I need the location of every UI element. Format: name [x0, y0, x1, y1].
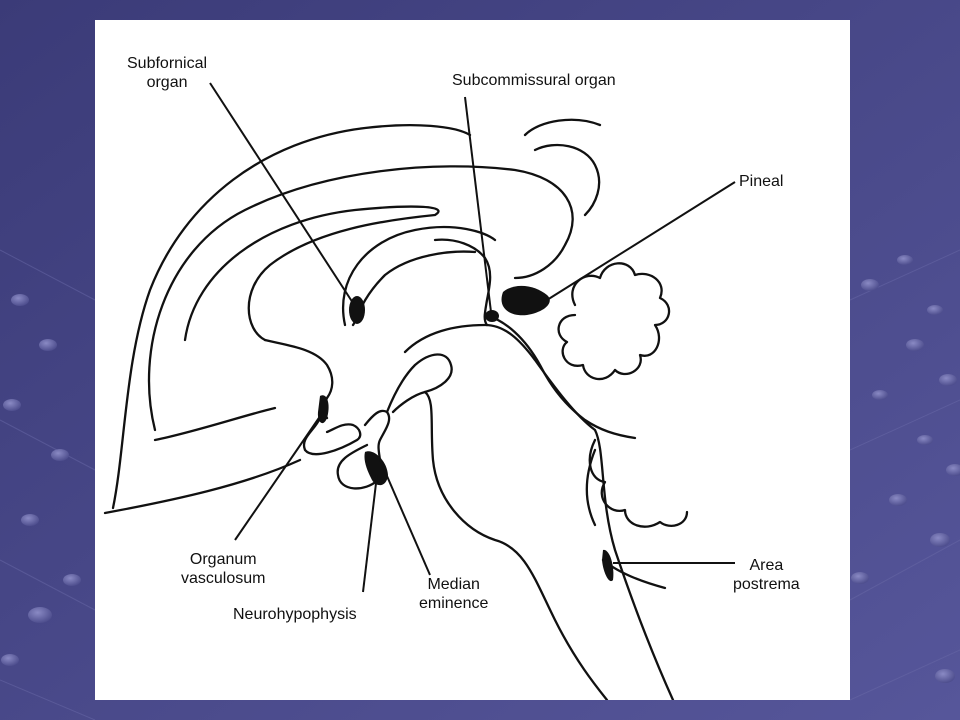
label-area-line2: postrema — [733, 576, 800, 593]
label-area-postrema: Area postrema — [733, 556, 800, 594]
leader-organum-vasculosum — [234, 411, 324, 541]
frontal-base — [103, 406, 302, 515]
label-area-line1: Area — [749, 557, 784, 574]
label-median-eminence: Median eminence — [419, 575, 488, 613]
brain-midsagittal-diagram — [103, 82, 736, 700]
leader-subcommissural — [464, 96, 492, 313]
label-pineal: Pineal — [739, 173, 784, 190]
area-postrema-mark — [602, 549, 614, 582]
optic-chiasm — [302, 416, 362, 456]
cerebellum-upper — [557, 262, 671, 381]
occipital-gyri — [523, 118, 602, 217]
label-subfornical-line1: Subfornical — [127, 55, 208, 72]
label-organum-line2: vasculosum — [181, 570, 266, 587]
hypothalamus-floor — [385, 353, 453, 414]
cingulate-outline — [111, 124, 472, 510]
diagram-panel — [95, 20, 850, 700]
label-median-line2: eminence — [419, 595, 489, 612]
label-organum-line1: Organum — [189, 551, 257, 568]
label-subfornical-line2: organ — [146, 74, 188, 91]
subcommissural-organ-mark — [485, 310, 499, 322]
circumventricular-organs — [317, 285, 614, 582]
label-median-line1: Median — [427, 576, 480, 593]
label-subfornical-organ: Subfornical organ — [127, 54, 207, 92]
posterior-commissure — [433, 238, 492, 327]
leader-pineal — [546, 181, 736, 301]
fornix — [342, 225, 497, 327]
median-eminence-mark — [364, 451, 388, 486]
corpus-callosum-inner — [183, 205, 440, 342]
brainstem-anterior — [423, 390, 609, 700]
fourth-ventricle — [585, 448, 667, 590]
label-subcommissural-organ: Subcommissural organ — [452, 72, 616, 89]
label-neurohypophysis: Neurohypophysis — [233, 606, 357, 623]
pineal-mark — [501, 285, 550, 316]
leader-neurohypophysis — [362, 474, 378, 593]
label-organum-vasculosum: Organum vasculosum — [181, 550, 265, 588]
leader-subfornical — [209, 82, 354, 304]
corpus-callosum-outer — [147, 165, 574, 432]
leader-median-eminence — [379, 459, 431, 576]
decorative-dots — [1, 255, 960, 683]
cerebellum-lower — [588, 438, 689, 528]
tectum — [483, 313, 637, 440]
